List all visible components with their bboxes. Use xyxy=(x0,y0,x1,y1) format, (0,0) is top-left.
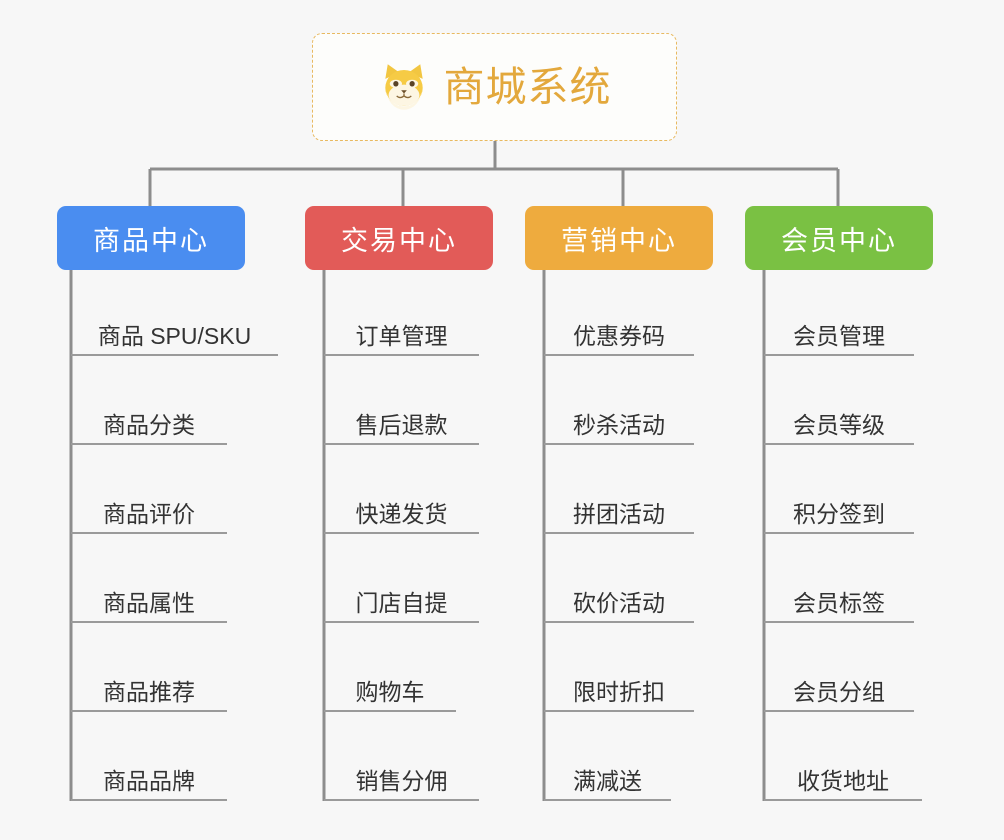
leaf-item[interactable]: 商品 SPU/SKU xyxy=(71,312,278,356)
leaf-item-label: 商品 SPU/SKU xyxy=(97,323,252,349)
shiba-dog-face-icon xyxy=(378,61,430,113)
category-header-trade[interactable]: 交易中心 xyxy=(305,206,493,270)
leaf-item[interactable]: 快递发货 xyxy=(324,490,479,534)
leaf-item[interactable]: 秒杀活动 xyxy=(544,401,694,445)
leaf-item[interactable]: 优惠券码 xyxy=(544,312,694,356)
leaf-item-label: 售后退款 xyxy=(355,412,448,438)
leaf-item-label: 秒杀活动 xyxy=(573,412,665,438)
leaf-item-label: 会员等级 xyxy=(793,412,885,438)
leaf-item-label: 销售分佣 xyxy=(355,768,448,794)
leaf-item[interactable]: 商品评价 xyxy=(71,490,227,534)
leaf-item[interactable]: 拼团活动 xyxy=(544,490,694,534)
leaf-item-label: 限时折扣 xyxy=(573,679,665,705)
leaf-item[interactable]: 会员管理 xyxy=(764,312,914,356)
leaf-item[interactable]: 商品品牌 xyxy=(71,757,227,801)
category-header-member[interactable]: 会员中心 xyxy=(745,206,933,270)
leaf-item-label: 商品评价 xyxy=(103,501,195,527)
leaf-item-label: 订单管理 xyxy=(355,323,448,349)
leaf-item[interactable]: 收货地址 xyxy=(764,757,922,801)
leaf-item[interactable]: 销售分佣 xyxy=(324,757,479,801)
leaf-item[interactable]: 积分签到 xyxy=(764,490,914,534)
leaf-item[interactable]: 会员等级 xyxy=(764,401,914,445)
leaf-item-label: 拼团活动 xyxy=(573,501,665,527)
leaf-item-label: 商品分类 xyxy=(103,412,195,438)
leaf-item[interactable]: 会员标签 xyxy=(764,579,914,623)
leaf-item[interactable]: 商品分类 xyxy=(71,401,227,445)
leaf-item[interactable]: 满减送 xyxy=(544,757,671,801)
leaf-item-label: 积分签到 xyxy=(793,501,885,527)
leaf-item-label: 收货地址 xyxy=(797,768,889,794)
leaf-item[interactable]: 砍价活动 xyxy=(544,579,694,623)
leaf-item-label: 砍价活动 xyxy=(573,590,665,616)
leaf-item[interactable]: 门店自提 xyxy=(324,579,479,623)
leaf-item[interactable]: 售后退款 xyxy=(324,401,479,445)
leaf-item-label: 商品属性 xyxy=(103,590,195,616)
leaf-item-label: 会员分组 xyxy=(793,679,885,705)
leaf-item-label: 优惠券码 xyxy=(573,323,665,349)
root-node[interactable]: 商城系统 xyxy=(312,33,677,141)
leaf-item[interactable]: 会员分组 xyxy=(764,668,914,712)
leaf-item[interactable]: 商品属性 xyxy=(71,579,227,623)
root-title: 商城系统 xyxy=(443,63,612,110)
category-header-label: 交易中心 xyxy=(341,225,457,256)
leaf-item-label: 满减送 xyxy=(573,768,642,794)
leaf-item-label: 快递发货 xyxy=(355,501,448,527)
leaf-item-label: 商品推荐 xyxy=(103,679,195,705)
category-header-product[interactable]: 商品中心 xyxy=(57,206,245,270)
leaf-item-label: 商品品牌 xyxy=(103,768,195,794)
leaf-item[interactable]: 订单管理 xyxy=(324,312,479,356)
leaf-item-label: 门店自提 xyxy=(355,590,448,616)
category-header-label: 营销中心 xyxy=(561,225,677,256)
leaf-item-label: 会员管理 xyxy=(793,323,885,349)
leaf-item[interactable]: 商品推荐 xyxy=(71,668,227,712)
leaf-item[interactable]: 限时折扣 xyxy=(544,668,694,712)
category-header-label: 会员中心 xyxy=(781,225,897,256)
category-header-marketing[interactable]: 营销中心 xyxy=(525,206,713,270)
leaf-item-label: 会员标签 xyxy=(793,590,885,616)
category-header-label: 商品中心 xyxy=(93,225,209,256)
leaf-item[interactable]: 购物车 xyxy=(324,668,456,712)
leaf-item-label: 购物车 xyxy=(355,679,425,705)
